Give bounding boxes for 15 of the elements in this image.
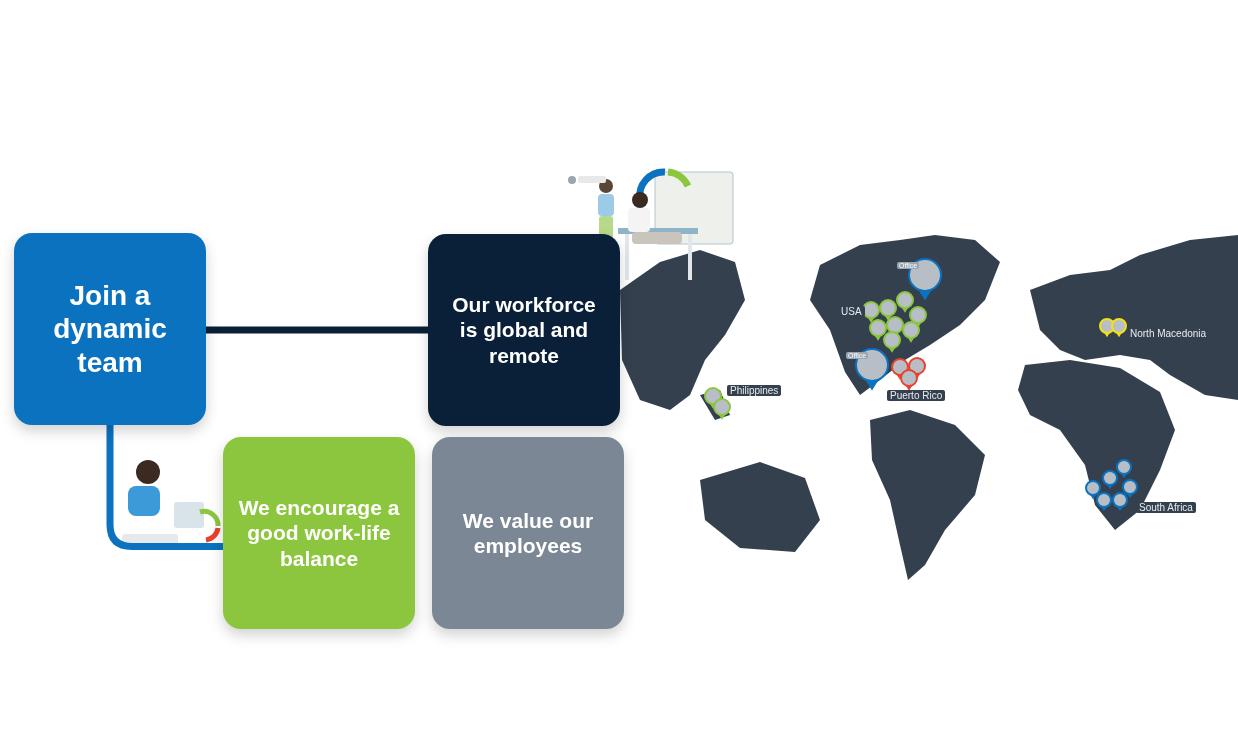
statement-box: [223, 437, 415, 629]
connector-line: [106, 425, 223, 550]
statement-box: [428, 234, 620, 426]
place-label: USA: [838, 306, 865, 317]
box-text: Join a dynamic team: [52, 278, 168, 380]
place-label: Puerto Rico: [887, 390, 946, 401]
connector-line: [206, 326, 428, 334]
box-text: We value our employees: [461, 507, 595, 559]
heading-box: [14, 233, 206, 425]
box-text: We encourage a good work-life balance: [237, 495, 401, 571]
place-label: South Africa: [1136, 502, 1196, 513]
box-text: Our workforce is global and remote: [451, 292, 597, 368]
place-label: Philippines: [727, 385, 782, 396]
statement-box: [432, 437, 624, 629]
place-label: North Macedonia: [1127, 328, 1210, 339]
